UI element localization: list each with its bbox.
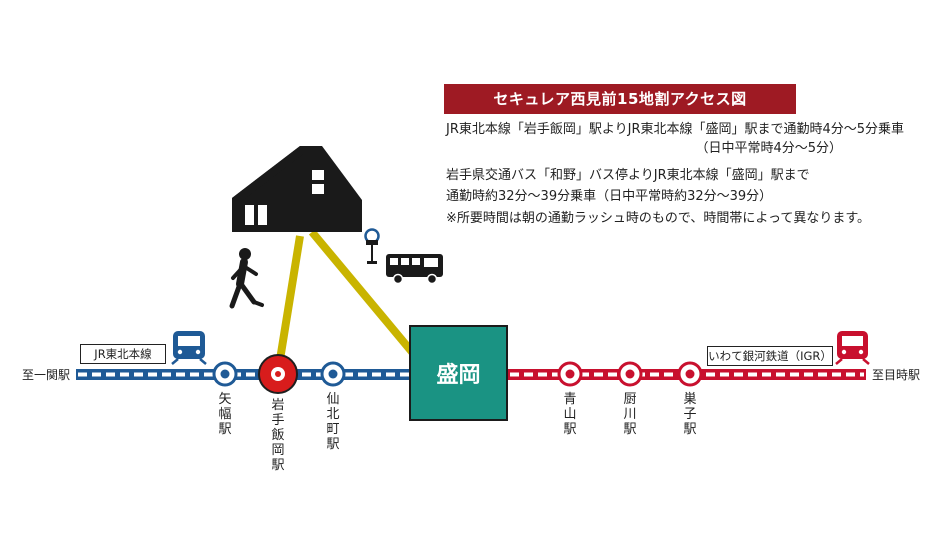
bus-icon bbox=[386, 254, 443, 285]
note-line-4: 通勤時約32分～39分乗車（日中平常時約32分～39分） bbox=[446, 189, 773, 204]
note-line-3: 岩手県交通バス「和野」バス停よりJR東北本線「盛岡」駅まで bbox=[446, 168, 810, 183]
station-marker-sugo bbox=[677, 361, 703, 387]
station-name-yahaba: 矢幅駅 bbox=[218, 392, 232, 437]
station-marker-yahaba bbox=[212, 361, 238, 387]
note-line-1: JR東北本線「岩手飯岡」駅よりJR東北本線「盛岡」駅まで通勤時4分～5分乗車 bbox=[446, 122, 905, 137]
note-line-2: （日中平常時4分～5分） bbox=[695, 141, 842, 156]
jr-train-icon bbox=[171, 331, 207, 365]
igr-end-label: 至目時駅 bbox=[872, 368, 921, 382]
house-icon bbox=[232, 146, 362, 232]
station-name-kuriyagawa: 厨川駅 bbox=[623, 392, 637, 437]
diagram-title: セキュレア西見前15地割アクセス図 bbox=[444, 84, 796, 114]
route-line-iioka bbox=[274, 235, 304, 373]
station-marker-kuriyagawa bbox=[617, 361, 643, 387]
route-line-morioka bbox=[308, 229, 416, 355]
station-morioka: 盛岡 bbox=[409, 325, 508, 421]
igr-line-label: いわて銀河鉄道（IGR） bbox=[707, 346, 833, 366]
bus-stop-icon bbox=[364, 228, 380, 264]
walking-person-icon bbox=[229, 248, 264, 309]
station-name-aoyama: 青山駅 bbox=[563, 392, 577, 437]
station-marker-aoyama bbox=[557, 361, 583, 387]
jr-line-label: JR東北本線 bbox=[80, 344, 166, 364]
station-marker-senboku bbox=[320, 361, 346, 387]
jr-line-track bbox=[76, 369, 410, 380]
station-name-sugo: 巣子駅 bbox=[683, 392, 697, 437]
note-line-5: ※所要時間は朝の通勤ラッシュ時のもので、時間帯によって異なります。 bbox=[446, 211, 871, 226]
station-name-senboku: 仙北町駅 bbox=[326, 392, 340, 452]
station-name-iwate-iioka: 岩手飯岡駅 bbox=[271, 398, 285, 473]
igr-train-icon bbox=[835, 331, 870, 365]
jr-end-label: 至一関駅 bbox=[22, 368, 71, 382]
station-marker-iwate-iioka bbox=[258, 354, 298, 394]
